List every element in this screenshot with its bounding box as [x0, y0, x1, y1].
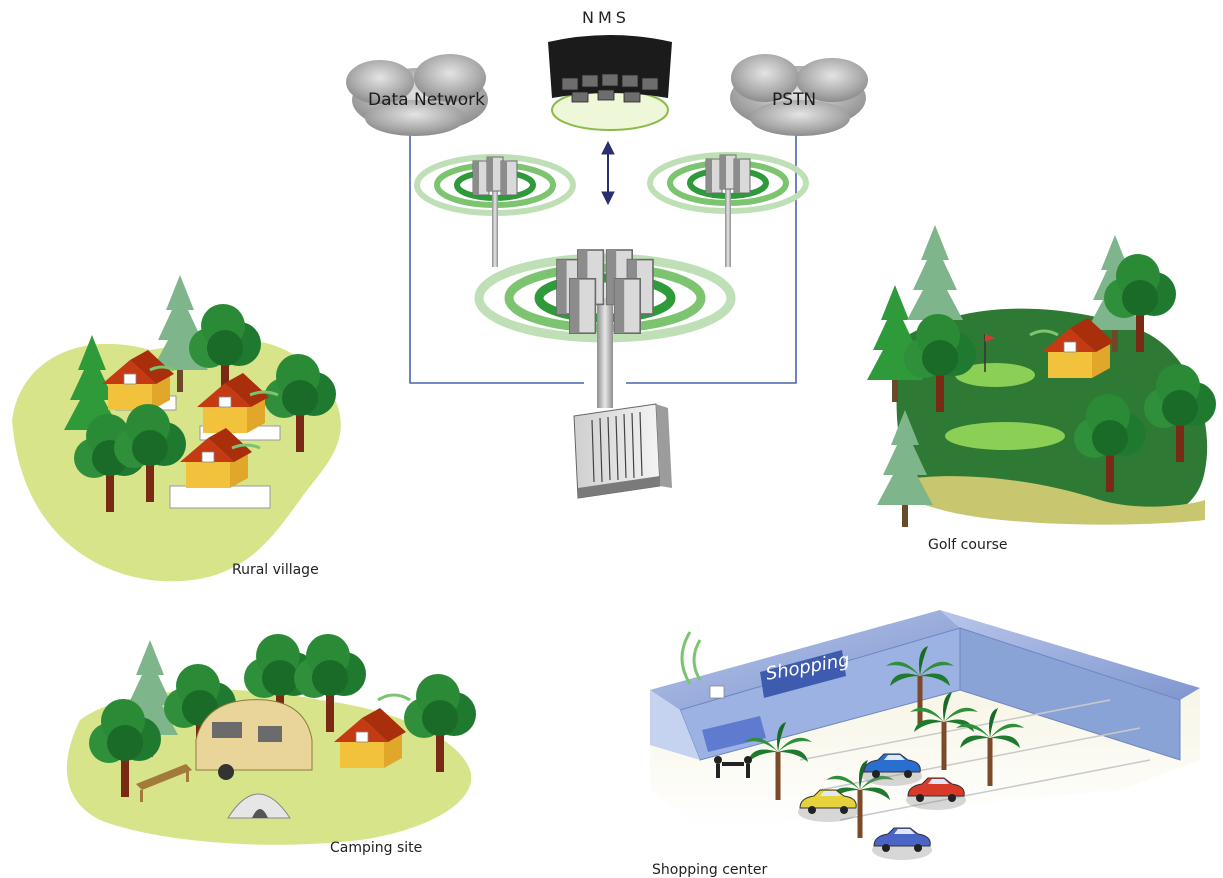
data-network-label: Data Network	[368, 90, 485, 110]
shopping-center-scene	[650, 610, 1200, 861]
golf-course-label: Golf course	[928, 537, 1008, 553]
cpe-signal	[680, 631, 702, 685]
camping-site-scene	[66, 634, 476, 845]
management-arrow	[601, 140, 615, 206]
rural-village-scene	[12, 275, 341, 582]
cpe-device	[709, 685, 725, 699]
tent	[227, 793, 291, 819]
caravan	[195, 699, 313, 780]
shopping-sign	[760, 650, 846, 698]
shopping-center-label: Shopping center	[652, 862, 768, 878]
golf-course-scene	[867, 225, 1216, 527]
pstn-cloud	[730, 54, 868, 136]
cafe-table	[714, 756, 752, 778]
right-relay-tower	[650, 155, 806, 267]
backhaul-links	[409, 120, 797, 384]
pstn-link	[626, 120, 797, 384]
base-station-rack	[573, 403, 672, 499]
base-station-tower	[474, 249, 736, 408]
left-relay-tower	[417, 157, 573, 267]
rural-village-label: Rural village	[232, 562, 319, 578]
bench	[136, 764, 192, 802]
data-network-cloud	[346, 54, 488, 136]
nms-label: NMS	[582, 8, 630, 27]
nms-console	[548, 35, 672, 131]
pstn-label: PSTN	[772, 90, 817, 110]
camping-site-label: Camping site	[330, 840, 423, 856]
data-network-link	[409, 124, 584, 384]
